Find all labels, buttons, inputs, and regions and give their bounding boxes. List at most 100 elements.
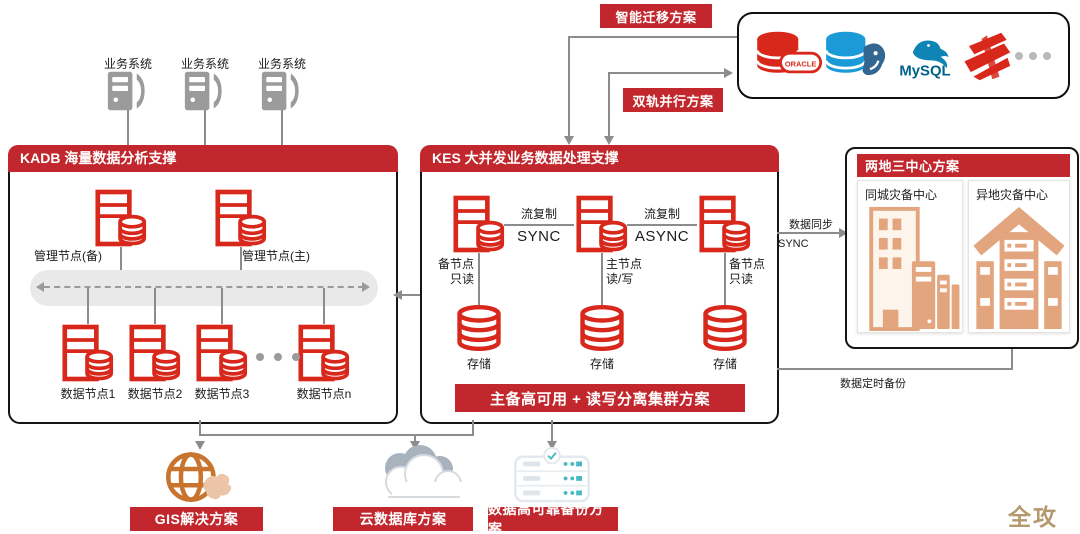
migration-line [568,36,570,137]
connector-line [120,247,122,287]
kes-box: KES 大并发业务数据处理支撑 流复制 SYNC 流复制 ASYNC 备节点 只… [420,145,779,424]
sync-link-label: SYNC [778,238,809,250]
db-server-icon [453,195,505,253]
kes-to-remote-line [1011,341,1013,370]
connector-line [87,288,89,324]
backup-link-label: 数据定时备份 [840,378,906,390]
arrow-right-icon [362,282,370,292]
migration-banner: 智能迁移方案 [600,4,712,28]
gis-globe-icon [166,452,232,502]
connector-line [724,253,726,305]
connector-line [478,253,480,305]
connector-line [154,288,156,324]
arrow-right-icon [839,228,848,238]
sync-link-label: 数据同步 [789,219,833,231]
dr-box: 两地三中心方案 同城灾备中心 异地灾备中心 [845,147,1079,349]
arrow-left-icon [36,282,44,292]
dual-track-banner: 双轨并行方案 [623,88,723,112]
connector-line [199,420,201,436]
mysql-logo-icon: MySQL [899,39,950,79]
standby-node-label: 备节点 只读 [729,257,766,286]
db-server-icon [95,189,147,247]
connector-line [204,110,206,145]
kes-to-kadb-line [400,294,420,296]
dual-track-line [608,72,725,74]
remote-dr-label: 异地灾备中心 [976,188,1049,202]
db-server-icon [62,324,114,382]
legacy-databases-box: ORACLE MySQL [737,12,1070,99]
connector-line [551,420,553,443]
arrow-right-icon [724,68,733,78]
cloud-database-icon [370,445,474,504]
data-node-label: 数据节点n [296,387,352,401]
data-node-label: 数据节点2 [127,387,183,401]
server-tower-icon [261,71,299,111]
mgmt-primary-label: 管理节点(主) [242,249,310,263]
svg-text:MySQL: MySQL [899,63,950,79]
connector-line [281,110,283,145]
connector-line [323,288,325,324]
standby-node-label: 备节点 只读 [437,257,474,286]
connector-line [504,224,574,226]
dual-track-line [608,72,610,137]
watermark: 全攻略 [1008,504,1058,530]
interconnect-bus [30,270,378,306]
connector-line [472,420,474,436]
db-server-icon [196,324,248,382]
data-node-label: 数据节点1 [60,387,116,401]
storage-db-icon [703,305,747,351]
connector-line [414,434,416,443]
connector-line [601,253,603,305]
arrow-down-icon [410,441,420,450]
db-server-icon [576,195,628,253]
source-server-label: 业务系统 [103,57,152,71]
arrow-down-icon [604,136,614,145]
connector-line [199,434,474,436]
db-server-icon [298,324,350,382]
gis-solution-banner: GIS解决方案 [130,507,263,531]
storage-db-icon [457,305,501,351]
remote-dr-panel: 异地灾备中心 [968,180,1070,333]
mgmt-standby-label: 管理节点(备) [34,249,102,263]
sql-server-logo-icon [964,32,1010,80]
backup-server-icon [514,447,590,503]
arrow-down-icon [195,441,205,450]
postgresql-logo-icon [824,31,886,75]
connector-line [627,224,697,226]
ellipsis-dots-icon [251,348,305,366]
ellipsis-dots-icon [1012,47,1054,65]
cloud-solution-banner: 云数据库方案 [333,507,473,531]
connector-line [221,288,223,324]
source-server-label: 业务系统 [180,57,229,71]
source-server-label: 业务系统 [257,57,306,71]
kadb-box: KADB 海量数据分析支撑 管理节点(备) 管理节点(主) [8,145,398,424]
kes-cluster-banner: 主备高可用 + 读写分离集群方案 [455,384,745,412]
kes-to-dr-line [777,232,843,234]
storage-label: 存储 [466,357,491,371]
server-tower-icon [107,71,145,111]
dr-title: 两地三中心方案 [857,154,1070,177]
backup-solution-banner: 数据高可靠备份方案 [488,501,618,534]
storage-label: 存储 [589,357,614,371]
kadb-title: KADB 海量数据分析支撑 [8,145,398,172]
migration-line [568,36,737,38]
oracle-logo-icon: ORACLE [755,31,823,73]
kes-title: KES 大并发业务数据处理支撑 [420,145,779,172]
connector-line [240,247,242,287]
storage-db-icon [580,305,624,351]
primary-node-label: 主节点 读/写 [606,257,643,286]
remote-datacenter-icon [973,206,1065,330]
db-server-icon [129,324,181,382]
city-datacenter-icon [869,206,960,331]
storage-label: 存储 [712,357,737,371]
replication-async-label: 流复制 ASYNC [627,205,697,245]
kes-to-remote-line [777,368,1013,370]
data-node-label: 数据节点3 [194,387,250,401]
replication-sync-label: 流复制 SYNC [504,205,574,245]
interconnect-dashed-line [44,286,364,288]
arrow-down-icon [547,441,557,450]
server-tower-icon [184,71,222,111]
arrow-left-icon [393,290,402,300]
local-dr-label: 同城灾备中心 [865,188,938,202]
